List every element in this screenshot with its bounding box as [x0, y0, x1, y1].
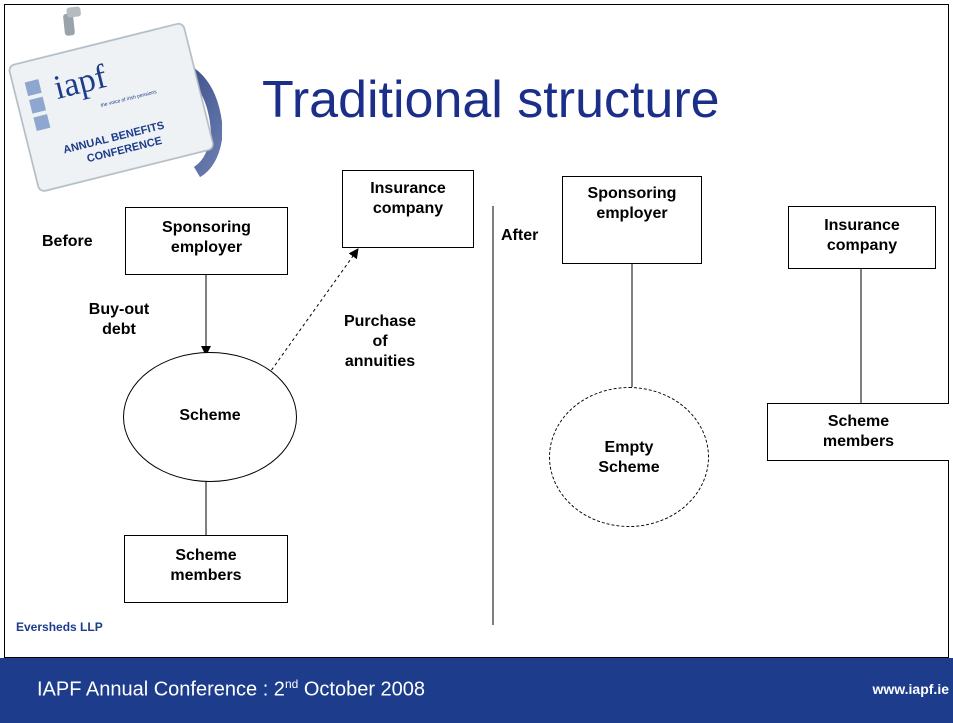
before-scheme-label: Scheme — [179, 407, 241, 424]
before-insurer-line-2: company — [372, 200, 444, 217]
after-insurer-line-2: company — [826, 237, 898, 254]
conference-badge — [8, 6, 222, 192]
after-insurer-line-1: Insurance — [824, 217, 900, 234]
buyout-debt-label: Buy-out debt — [84, 300, 154, 340]
before-members-line-2: members — [170, 567, 242, 584]
after-members-line-2: members — [822, 433, 895, 450]
before-scheme-ellipse: Scheme — [123, 352, 297, 482]
buyout-line-2: debt — [102, 321, 136, 338]
before-insurance-company-box: Insurance company — [342, 170, 474, 248]
footer-conference-text: IAPF Annual Conference : 2nd October 200… — [37, 677, 425, 702]
firm-name: Eversheds LLP — [16, 620, 103, 634]
after-sponsoring-employer-box: Sponsoring employer — [562, 176, 702, 264]
before-sponsor-line-1: Sponsoring — [162, 219, 251, 236]
before-label: Before — [42, 233, 93, 250]
after-insurance-company-box: Insurance company — [788, 206, 936, 269]
after-empty-scheme-ellipse: Empty Scheme — [549, 387, 709, 527]
before-sponsoring-employer-box: Sponsoring employer — [125, 207, 288, 275]
after-members-line-1: Scheme — [827, 413, 890, 430]
purchase-annuities-label: Purchase of annuities — [320, 312, 440, 372]
footer-superscript: nd — [284, 677, 299, 691]
before-insurer-line-1: Insurance — [370, 180, 446, 197]
footer-conference-main: IAPF Annual Conference : 2 — [37, 678, 285, 701]
after-sponsor-line-2: employer — [596, 205, 668, 222]
slide-title: Traditional structure — [262, 71, 720, 129]
after-label: After — [501, 227, 539, 244]
before-scheme-members-box: Scheme members — [124, 535, 288, 603]
after-sponsor-line-1: Sponsoring — [587, 185, 677, 202]
footer-bar: IAPF Annual Conference : 2nd October 200… — [0, 658, 953, 723]
footer-conference-date: October 2008 — [298, 678, 426, 701]
after-scheme-members-box: Scheme members — [767, 403, 949, 461]
buyout-line-1: Buy-out — [88, 301, 150, 318]
footer-website: www.iapf.ie — [872, 681, 950, 697]
purchase-line-1: Purchase — [343, 313, 417, 330]
before-members-line-1: Scheme — [175, 547, 237, 564]
purchase-line-2: of — [372, 333, 388, 350]
after-scheme-line-2: Scheme — [598, 459, 660, 476]
before-sponsor-line-2: employer — [170, 239, 243, 256]
annuity-purchase-arrow — [267, 248, 359, 376]
purchase-line-3: annuities — [344, 353, 416, 370]
after-scheme-line-1: Empty — [604, 439, 654, 456]
